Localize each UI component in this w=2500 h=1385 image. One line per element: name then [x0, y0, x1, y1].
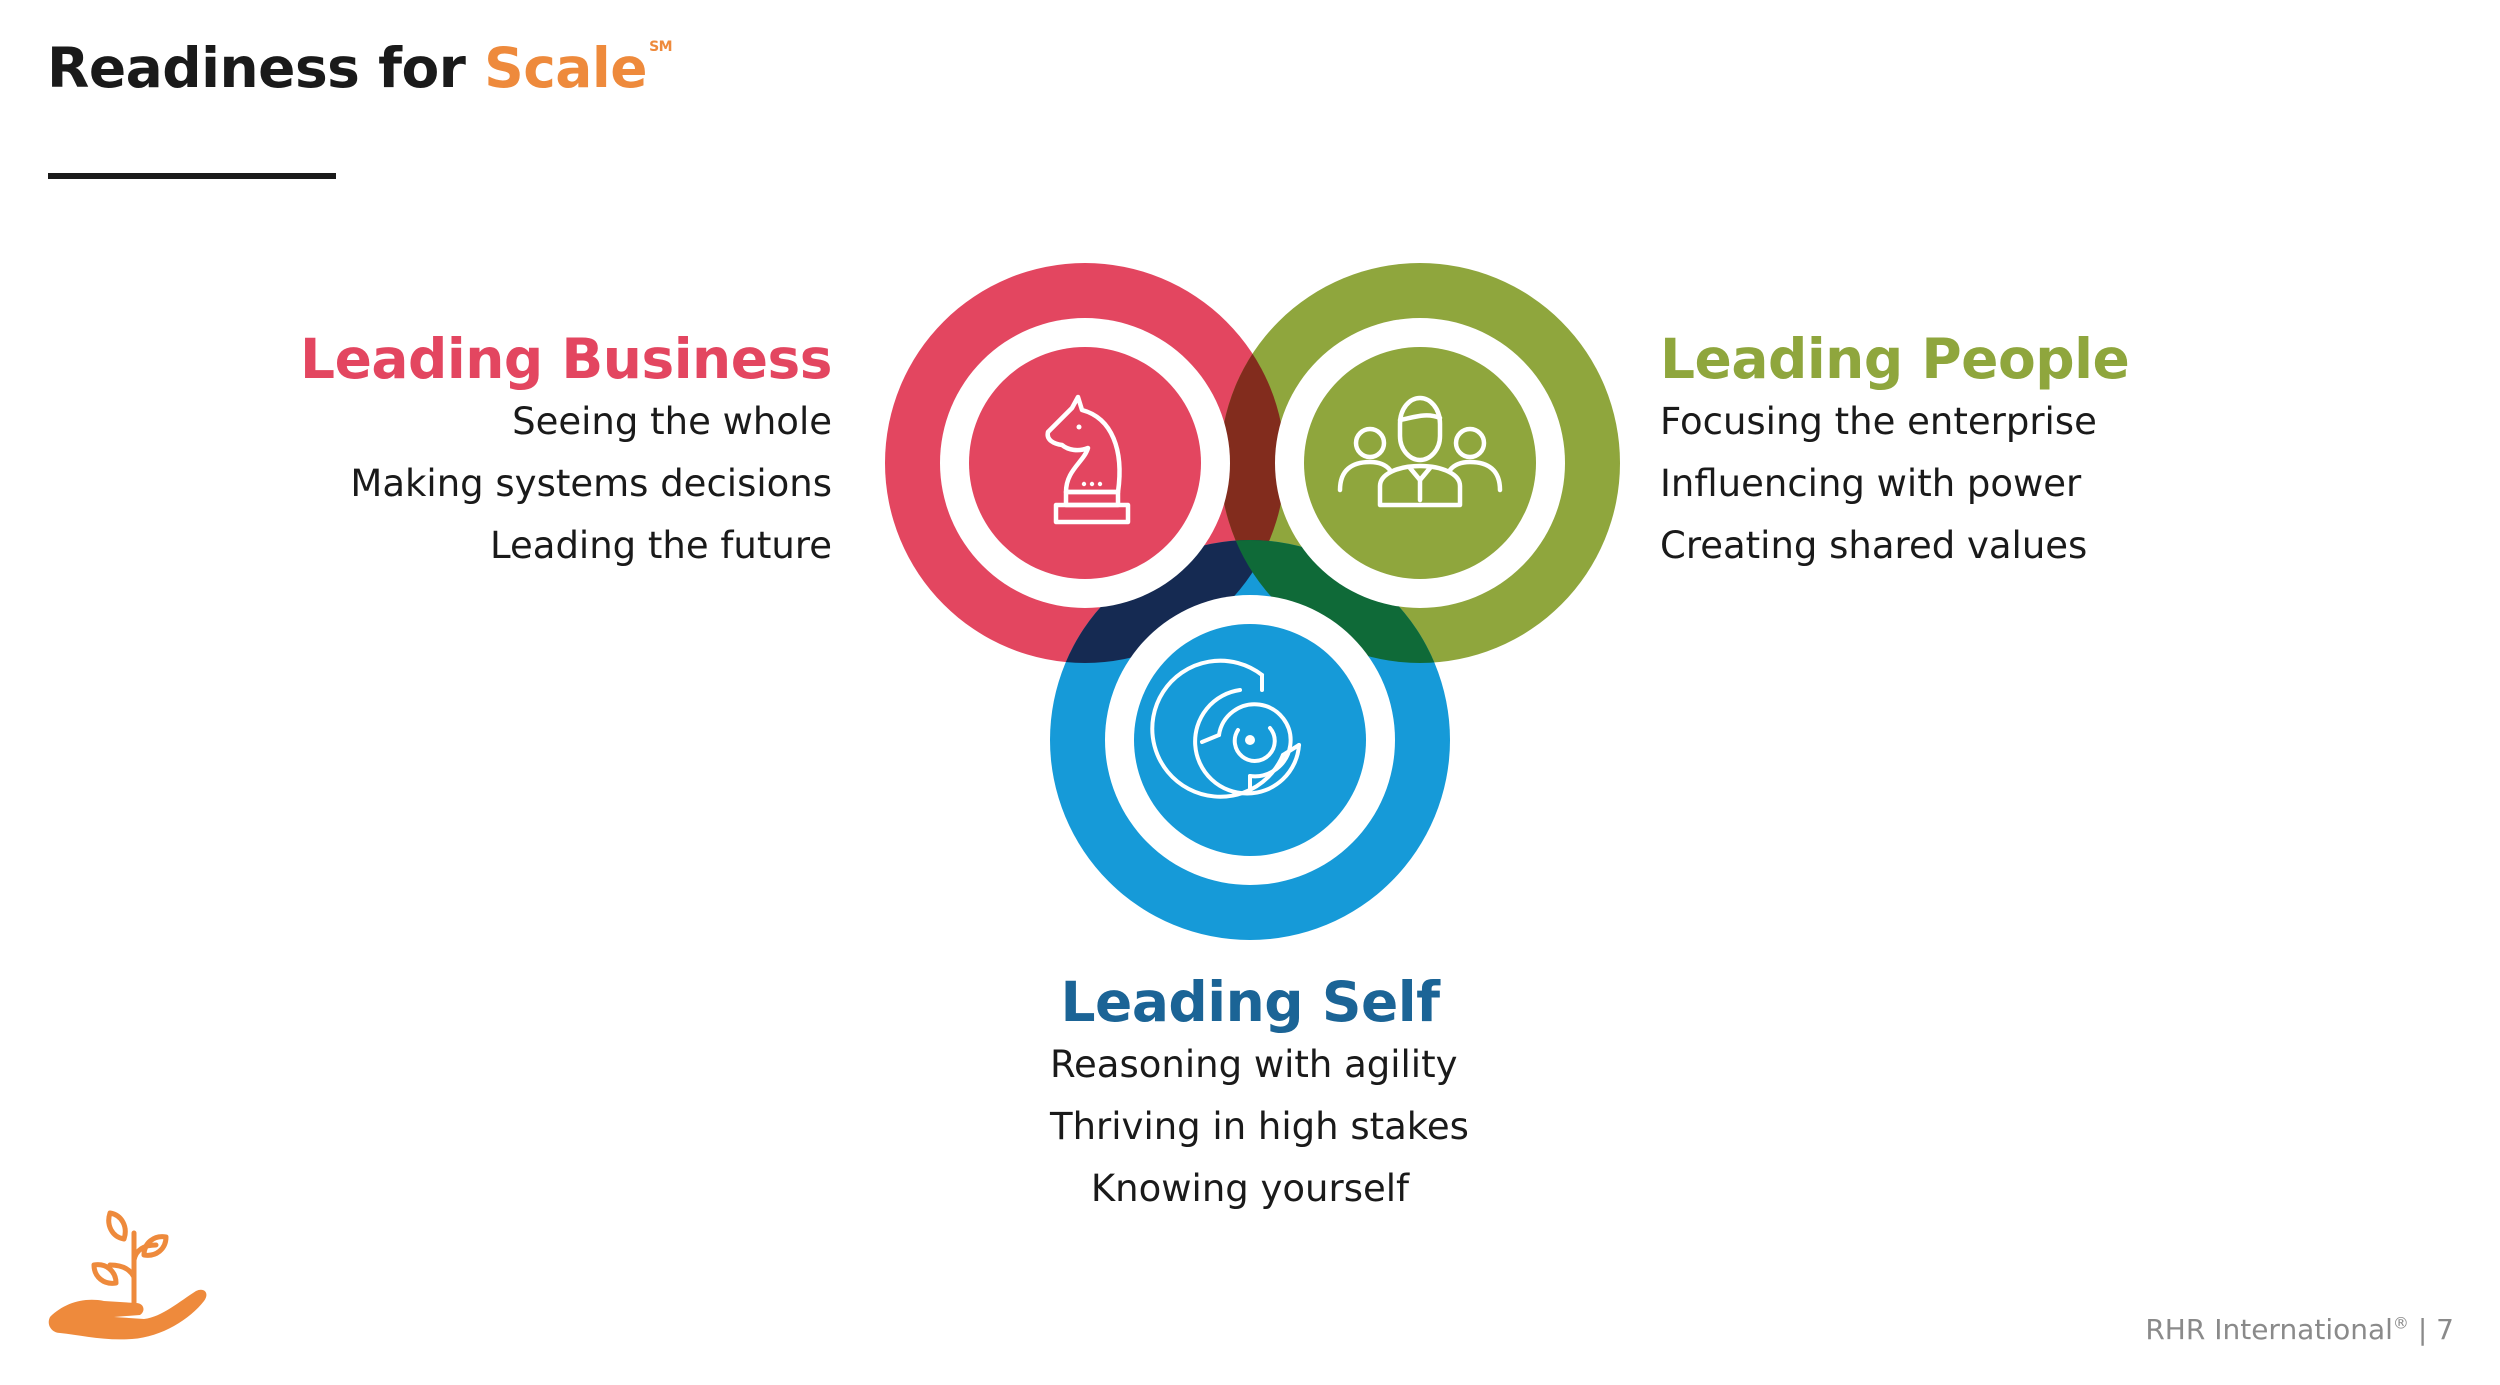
item-business-1: Seeing the whole [512, 400, 832, 443]
footer-registered-mark: ® [2392, 1313, 2409, 1333]
hand-sprout-icon [48, 1210, 207, 1340]
chess-knight-icon [1045, 394, 1131, 525]
group-leading-business: Leading Business Seeing the whole Making… [300, 327, 832, 577]
heading-leading-self: Leading Self [1060, 970, 1440, 1034]
item-self-1: Reasoning with agility [1050, 1043, 1458, 1086]
page-number: 7 [2436, 1313, 2454, 1346]
heading-leading-business: Leading Business [300, 327, 832, 391]
title-accent: Scale [484, 36, 648, 100]
title-underline [48, 173, 336, 179]
team-people-icon [1337, 395, 1503, 508]
maze-icon [1150, 658, 1301, 799]
heading-leading-people: Leading People [1660, 327, 2130, 391]
item-people-1: Focusing the enterprise [1660, 400, 2097, 443]
item-people-3: Creating shared values [1660, 524, 2088, 567]
footer-separator: | [2417, 1313, 2428, 1346]
group-leading-self: Leading Self Reasoning with agility Thri… [1050, 970, 1469, 1220]
group-leading-people: Leading People Focusing the enterprise I… [1660, 327, 2130, 577]
disc-business [969, 347, 1201, 579]
item-business-2: Making systems decisions [350, 462, 832, 505]
title-service-mark: SM [649, 39, 673, 55]
footer: RHR International® | 7 [2145, 1313, 2454, 1346]
item-business-3: Leading the future [490, 524, 832, 567]
disc-people [1304, 347, 1536, 579]
item-people-2: Influencing with power [1660, 462, 2082, 505]
item-self-3: Knowing yourself [1090, 1167, 1410, 1210]
footer-company: RHR International [2145, 1313, 2393, 1346]
title-main: Readiness for [47, 36, 466, 100]
item-self-2: Thriving in high stakes [1050, 1105, 1469, 1148]
